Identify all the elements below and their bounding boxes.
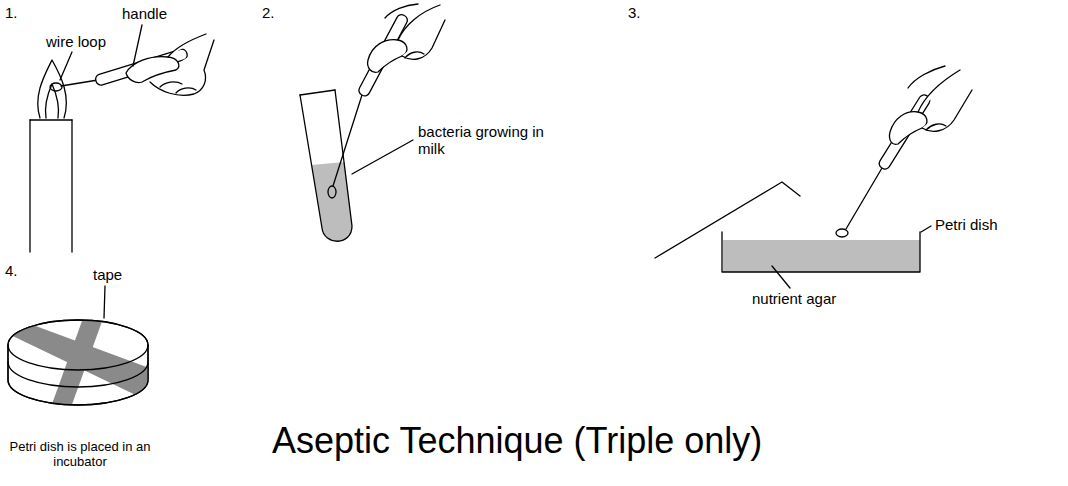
- callout-number: 1.: [5, 4, 18, 21]
- part-label: Petri dish: [935, 216, 998, 233]
- hand: [889, 66, 972, 144]
- leader-line: [60, 52, 72, 80]
- part-label: nutrient agar: [752, 290, 836, 307]
- part-label: bacteria growing in milk: [418, 123, 553, 158]
- hand: [126, 34, 214, 95]
- part-label: tape: [93, 266, 122, 283]
- wire-loop-tool: [50, 48, 188, 91]
- caption-note: Petri dish is placed in an incubator: [2, 440, 158, 470]
- callout-number: 4.: [5, 262, 18, 279]
- leader-line: [772, 266, 790, 288]
- test-tube: [300, 90, 352, 241]
- bunsen-burner: [30, 60, 72, 252]
- leader-line: [921, 226, 931, 232]
- callout-number: 3.: [628, 4, 641, 21]
- petri-dish: [722, 232, 920, 272]
- wire-loop-tool: [836, 93, 932, 237]
- petri-dish-lid: [655, 182, 800, 258]
- callout-number: 2.: [262, 4, 275, 21]
- wire-loop-tool: [328, 13, 409, 198]
- part-label: handle: [122, 5, 167, 22]
- hand: [368, 4, 445, 72]
- leader-line: [133, 25, 142, 66]
- page-title: Aseptic Technique (Triple only): [272, 420, 762, 461]
- part-label: wire loop: [46, 33, 106, 50]
- taped-petri-dish: [0, 310, 160, 410]
- leader-line: [104, 286, 105, 318]
- leader-line: [352, 140, 413, 174]
